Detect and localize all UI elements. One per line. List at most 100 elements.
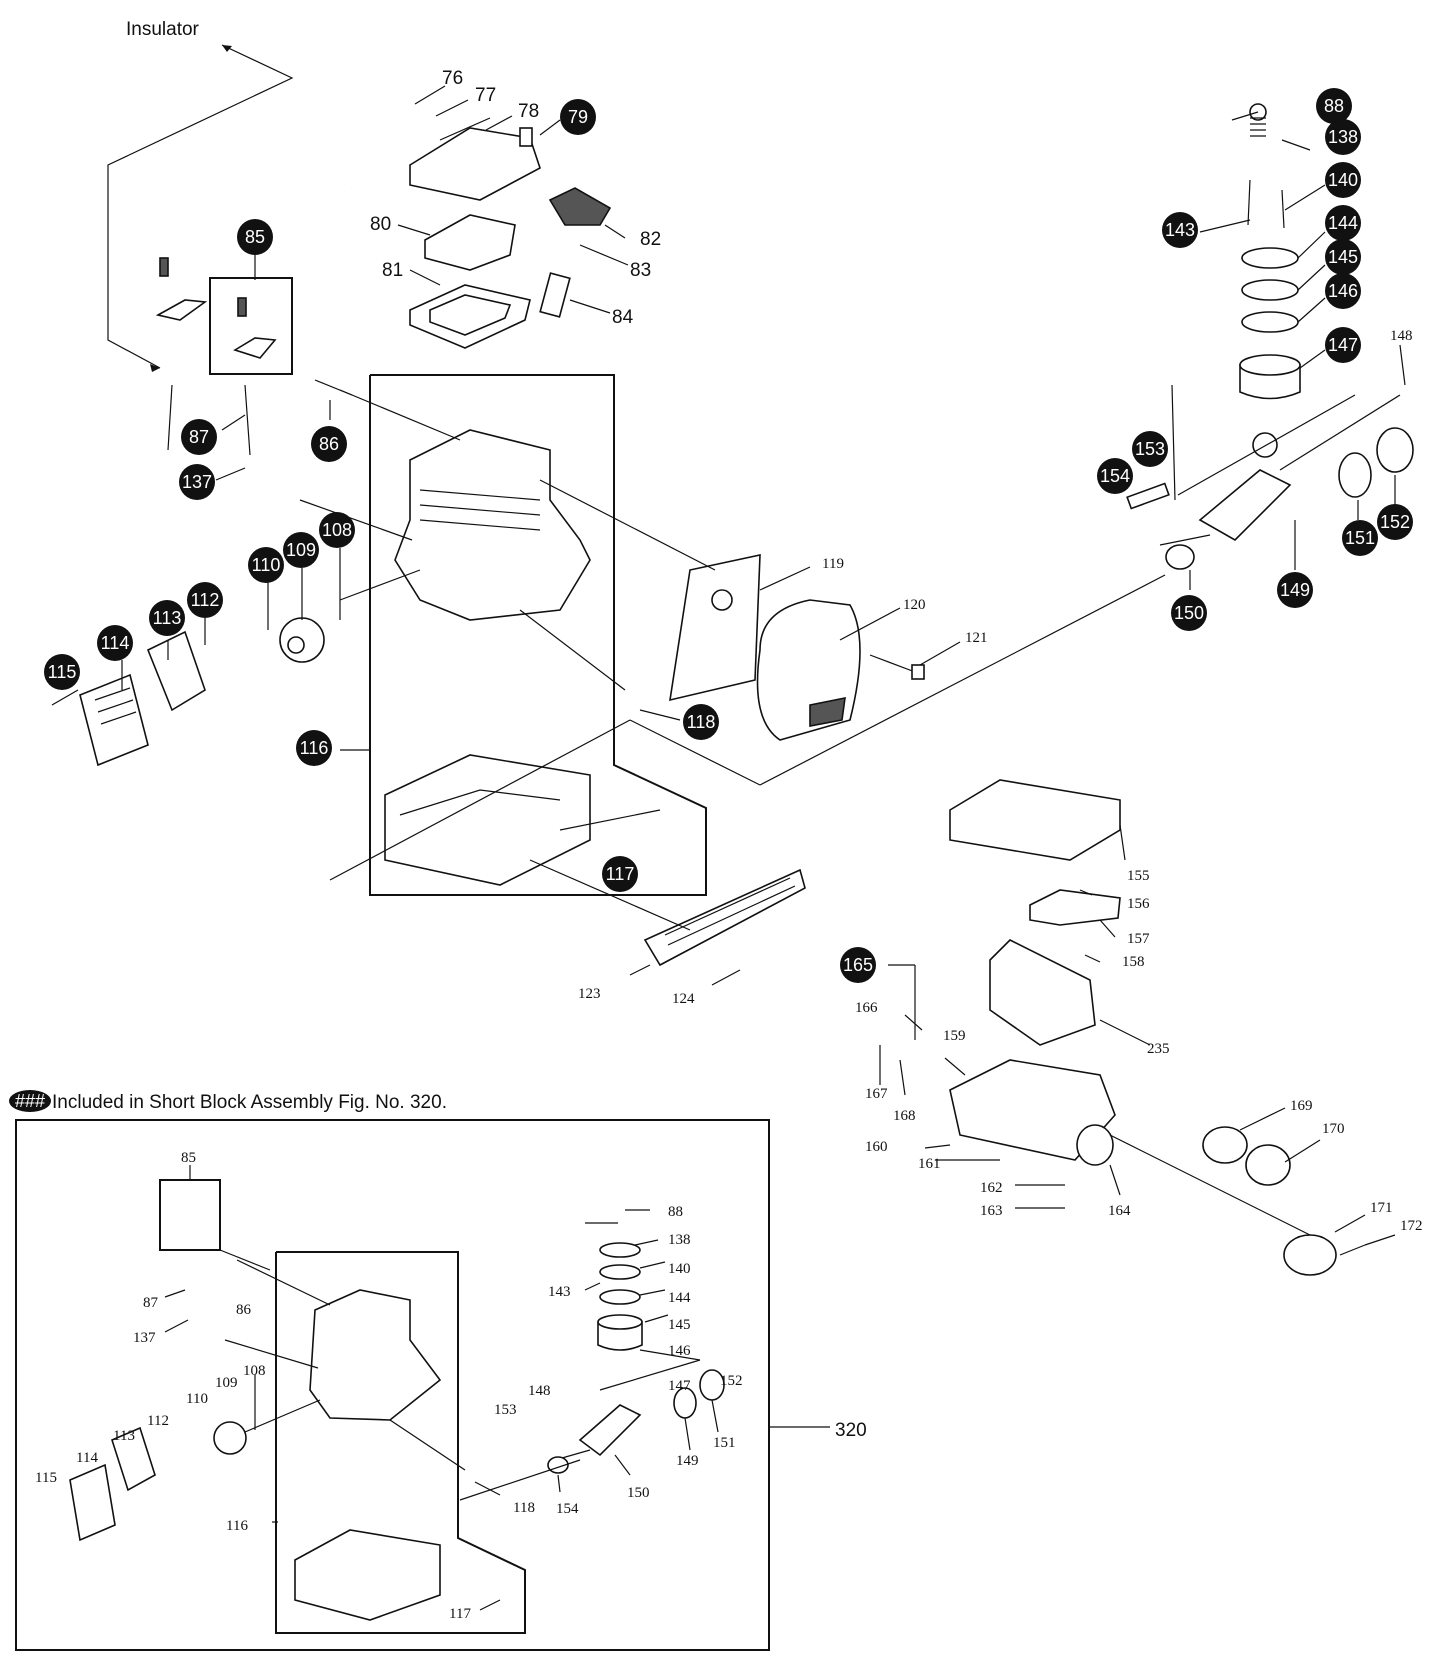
part-label: 161 — [918, 1156, 941, 1172]
callout-badge: 165 — [840, 947, 876, 983]
inset-part-label: 143 — [548, 1284, 571, 1300]
svg-text:116: 116 — [300, 738, 329, 758]
badge-callouts: 79 85 86 87 88 108 109 110 112 113 114 1… — [44, 88, 1413, 983]
part-label: 119 — [822, 556, 844, 572]
inset-part-label: 148 — [528, 1383, 551, 1399]
svg-text:113: 113 — [153, 608, 182, 628]
svg-text:114: 114 — [101, 633, 130, 653]
inset-part-label: 112 — [147, 1413, 169, 1429]
callout-badge: 110 — [248, 547, 284, 583]
callout-badge: 144 — [1325, 205, 1361, 241]
part-label: 83 — [630, 260, 651, 281]
svg-text:110: 110 — [252, 555, 281, 575]
callout-badge: 150 — [1171, 595, 1207, 631]
svg-text:109: 109 — [286, 540, 316, 560]
inset-part-label: 149 — [676, 1453, 699, 1469]
svg-text:108: 108 — [322, 520, 352, 540]
inset-part-label: 151 — [713, 1435, 736, 1451]
callout-badge: 140 — [1325, 162, 1361, 198]
svg-text:152: 152 — [1380, 512, 1410, 532]
callout-badge: 112 — [187, 582, 223, 618]
inset-part-label: 110 — [186, 1391, 208, 1407]
inset-part-label: 114 — [76, 1450, 98, 1466]
callout-badge: 118 — [683, 704, 719, 740]
inset-part-label: 146 — [668, 1343, 691, 1359]
svg-text:144: 144 — [1328, 213, 1358, 233]
part-label: 162 — [980, 1180, 1003, 1196]
callout-badge: 117 — [602, 856, 638, 892]
inset-part-label: 86 — [236, 1302, 252, 1318]
svg-text:153: 153 — [1135, 439, 1165, 459]
callout-badge: 79 — [560, 99, 596, 135]
legend-text: Included in Short Block Assembly Fig. No… — [52, 1092, 447, 1113]
part-label: 155 — [1127, 868, 1150, 884]
svg-text:147: 147 — [1328, 335, 1358, 355]
part-drawings — [79, 100, 1414, 1276]
part-label: 164 — [1108, 1203, 1131, 1219]
inset-part-label: 137 — [133, 1330, 156, 1346]
inset-part-label: 153 — [494, 1402, 517, 1418]
leader-lines — [51, 85, 1406, 1246]
callout-badge: 88 — [1316, 88, 1352, 124]
part-label: 124 — [672, 991, 695, 1007]
part-label: 81 — [382, 260, 403, 281]
svg-text:88: 88 — [1324, 96, 1344, 116]
inset-part-label: 154 — [556, 1501, 579, 1517]
callout-badge: 154 — [1097, 458, 1133, 494]
svg-text:85: 85 — [245, 227, 265, 247]
svg-text:137: 137 — [182, 472, 212, 492]
callout-badge: 137 — [179, 464, 215, 500]
callout-badge: 114 — [97, 625, 133, 661]
svg-text:149: 149 — [1280, 580, 1310, 600]
part-label: 148 — [1390, 328, 1413, 344]
part-label: 159 — [943, 1028, 966, 1044]
inset-part-label: 150 — [627, 1485, 650, 1501]
callout-badge: 85 — [237, 219, 273, 255]
callout-badge: 153 — [1132, 431, 1168, 467]
svg-text:87: 87 — [189, 427, 209, 447]
svg-text:143: 143 — [1165, 220, 1195, 240]
part-label: 156 — [1127, 896, 1150, 912]
arrow-head-up-icon — [222, 45, 232, 52]
part-label: 77 — [475, 85, 496, 106]
svg-text:117: 117 — [606, 864, 635, 884]
callout-badge: 146 — [1325, 273, 1361, 309]
part-label: 163 — [980, 1203, 1003, 1219]
part-label: 123 — [578, 986, 601, 1002]
part-label: 82 — [640, 229, 661, 250]
legend-badge-icon — [9, 1090, 51, 1112]
inset-part-label: 117 — [449, 1606, 471, 1622]
part-label: 235 — [1147, 1041, 1170, 1057]
callout-badge: 109 — [283, 532, 319, 568]
part-label: 171 — [1370, 1200, 1393, 1216]
callout-badge: 147 — [1325, 327, 1361, 363]
insulator-callout: Insulator — [107, 19, 294, 372]
inset-part-label: 144 — [668, 1290, 691, 1306]
inset-part-label: 115 — [35, 1470, 57, 1486]
svg-text:138: 138 — [1328, 127, 1358, 147]
inset-part-label: 118 — [513, 1500, 535, 1516]
part-label: 160 — [865, 1139, 888, 1155]
part-label: 169 — [1290, 1098, 1313, 1114]
part-label: 157 — [1127, 931, 1150, 947]
inset-labels: 85 87 86 137 108 109 110 112 113 114 115… — [35, 1150, 743, 1622]
callout-badge: 143 — [1162, 212, 1198, 248]
inset-part-label: 145 — [668, 1317, 691, 1333]
short-block-frame — [369, 374, 707, 896]
callout-badge: 116 — [296, 730, 332, 766]
part-label: 80 — [370, 214, 391, 235]
part-labels: 76 77 78 80 81 82 83 84 119 120 121 123 … — [370, 68, 1423, 1234]
svg-text:115: 115 — [48, 662, 77, 682]
part-label: 168 — [893, 1108, 916, 1124]
callout-badge: 138 — [1325, 119, 1361, 155]
inset-part-label: 147 — [668, 1378, 691, 1394]
callout-badge: 87 — [181, 419, 217, 455]
svg-text:86: 86 — [319, 434, 339, 454]
svg-text:150: 150 — [1174, 603, 1204, 623]
svg-text:145: 145 — [1328, 247, 1358, 267]
svg-text:140: 140 — [1328, 170, 1358, 190]
inset-part-label: 138 — [668, 1232, 691, 1248]
assembly-number: 320 — [835, 1420, 867, 1441]
svg-text:165: 165 — [843, 955, 873, 975]
legend: ### Included in Short Block Assembly Fig… — [9, 1090, 447, 1113]
